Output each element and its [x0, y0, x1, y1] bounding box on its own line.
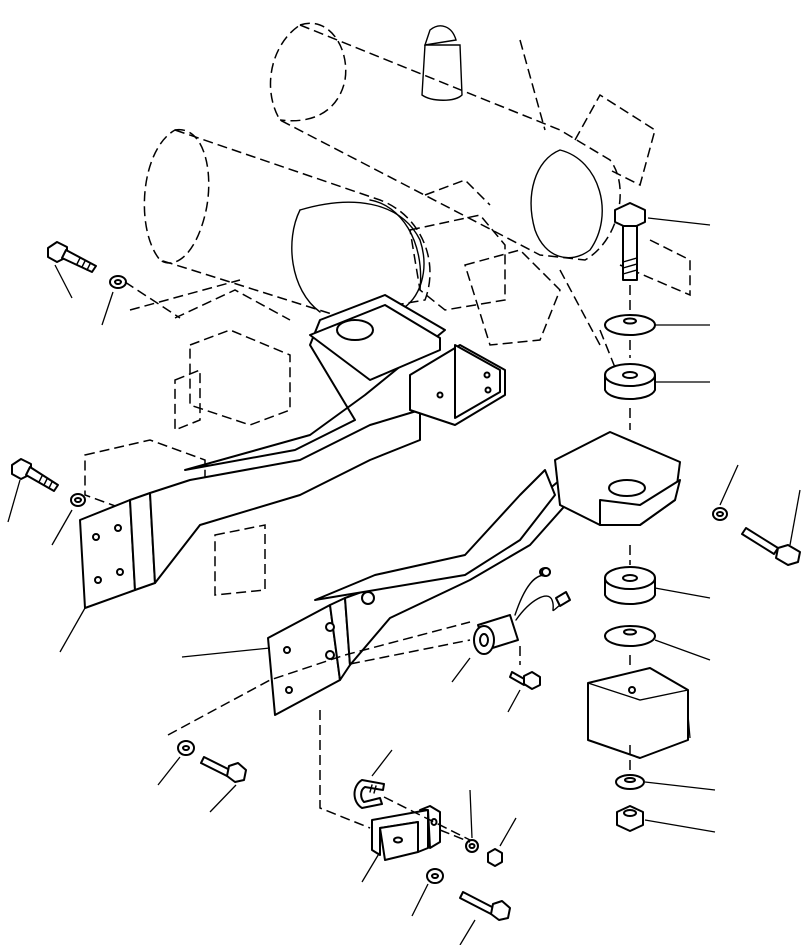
cushion-lower	[604, 566, 656, 605]
tank-support	[519, 39, 691, 297]
lock-washer	[615, 774, 645, 790]
washer-left-low	[177, 740, 195, 756]
washer-lower	[604, 625, 656, 647]
lower-tank	[143, 129, 431, 316]
left-mount-bracket	[79, 294, 506, 609]
u-bolt	[353, 779, 385, 809]
washer-bottom	[426, 868, 444, 884]
right-washer	[712, 507, 728, 521]
nut	[616, 805, 644, 832]
spacer-block	[587, 667, 689, 759]
cushion-upper	[604, 363, 656, 400]
clip-bracket	[371, 805, 441, 861]
washer-upper	[604, 314, 656, 336]
right-bolt	[741, 527, 801, 566]
left-bolt-mid	[11, 458, 59, 492]
upper-tank	[269, 22, 621, 261]
left-washer-mid	[70, 493, 86, 507]
left-washer-top	[109, 275, 127, 289]
nut-b	[487, 848, 503, 867]
switch-connector	[473, 567, 571, 655]
left-bolt-top	[47, 241, 97, 273]
nut-a	[465, 839, 479, 853]
bolt-bottom	[459, 891, 511, 921]
callout-leaders	[7, 217, 801, 945]
bolt-left-low	[200, 756, 247, 783]
top-bolt	[614, 202, 646, 281]
right-mount-bracket	[267, 431, 681, 716]
frame-blocks	[84, 179, 621, 596]
small-bolt	[509, 671, 541, 690]
